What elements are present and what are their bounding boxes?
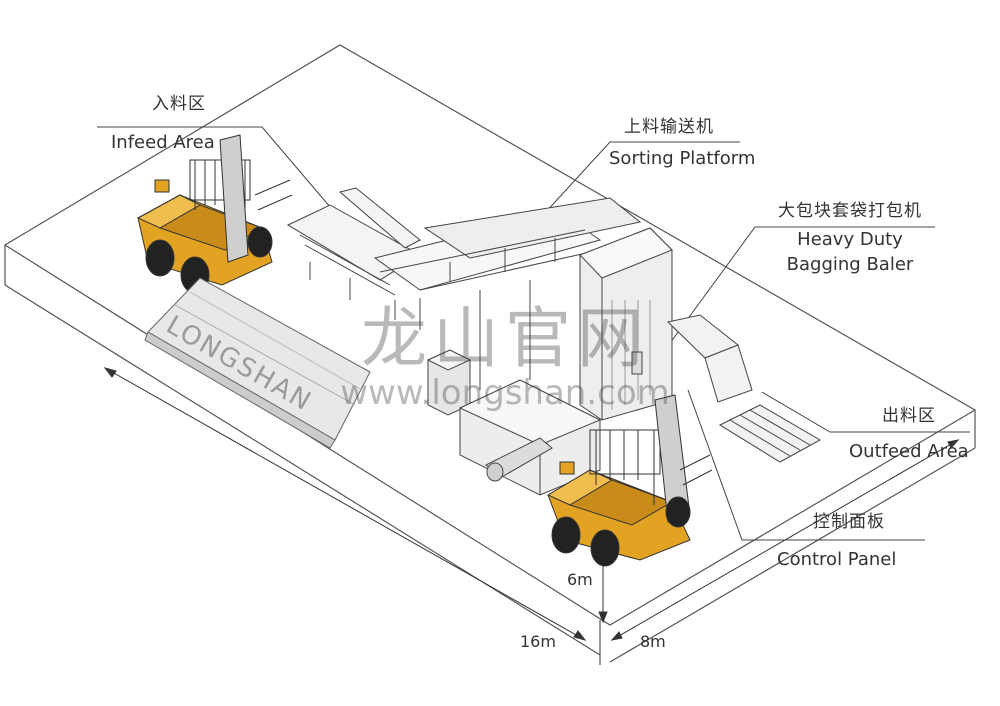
dim-length-line bbox=[104, 367, 586, 641]
label-baler-en-2: Bagging Baler bbox=[786, 254, 914, 275]
label-control-en: Control Panel bbox=[777, 549, 897, 570]
leader-outfeed bbox=[761, 391, 970, 433]
leader-baler bbox=[664, 226, 935, 351]
watermark-brand: 龙山官网 bbox=[361, 300, 649, 377]
longshan-sign bbox=[144, 277, 371, 449]
label-baler-cn: 大包块套袋打包机 bbox=[778, 201, 922, 221]
forklift-infeed bbox=[136, 134, 293, 294]
label-sorting-en: Sorting Platform bbox=[609, 148, 756, 169]
label-outfeed-en: Outfeed Area bbox=[849, 441, 969, 462]
label-infeed-cn: 入料区 bbox=[152, 94, 206, 114]
label-infeed-en: Infeed Area bbox=[111, 132, 215, 153]
outfeed-platform bbox=[666, 314, 822, 463]
label-outfeed-cn: 出料区 bbox=[882, 406, 936, 426]
watermark: 龙山官网 www.longshan.com bbox=[270, 285, 740, 415]
label-control-cn: 控制面板 bbox=[813, 512, 885, 532]
floor-outline bbox=[3, 44, 977, 665]
dim-height-label: 6m bbox=[567, 570, 593, 589]
dim-length-label: 16m bbox=[520, 632, 556, 651]
leader-sorting bbox=[521, 141, 740, 239]
watermark-url: www.longshan.com bbox=[340, 373, 670, 413]
leader-control bbox=[687, 389, 925, 541]
sorting-conveyor bbox=[373, 197, 642, 390]
baler-tower bbox=[579, 227, 673, 421]
forklift-outfeed bbox=[546, 394, 713, 567]
dim-width-label: 8m bbox=[640, 632, 666, 651]
label-sorting-cn: 上料输送机 bbox=[624, 117, 714, 137]
label-baler-en-1: Heavy Duty bbox=[797, 229, 903, 250]
